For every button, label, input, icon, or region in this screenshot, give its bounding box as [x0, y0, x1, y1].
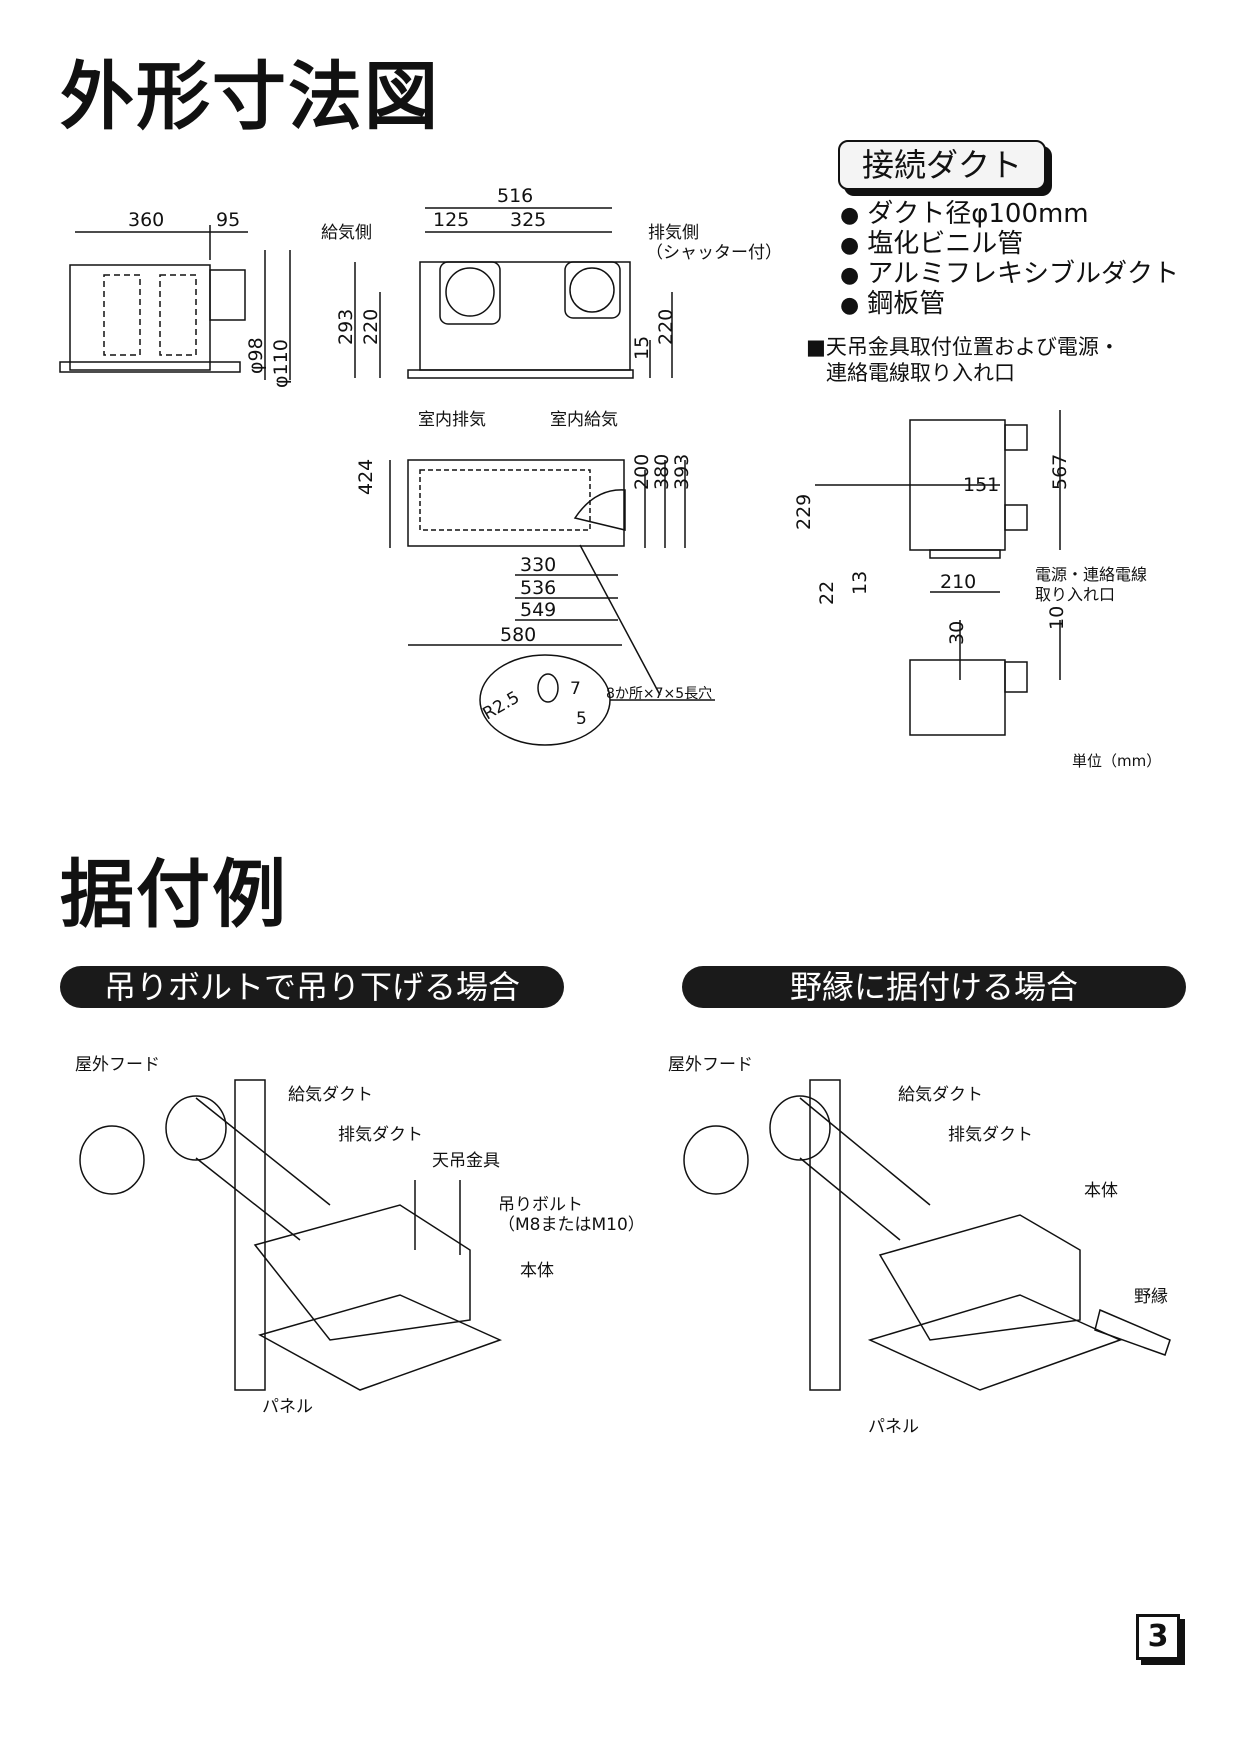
label-hood: 屋外フード [668, 1055, 753, 1075]
duct-item: アルミフレキシブルダクト [840, 260, 1179, 290]
dim-text: 15 [631, 336, 653, 360]
dimension-drawings: 360 95 φ98 φ110 516 125 325 給気側 排気側 （シャッ… [59, 185, 1147, 746]
dim-text: 424 [355, 459, 377, 495]
note-line: ■天吊金具取付位置および電源・ [806, 335, 1120, 359]
label-bolt: 吊りボルト [498, 1195, 583, 1215]
dim-text: 516 [497, 185, 533, 207]
dim-text: 220 [655, 309, 677, 345]
power-label: 取り入れ口 [1035, 585, 1115, 604]
dim-text: φ110 [270, 339, 292, 388]
duct-label: 接続ダクト [838, 140, 1046, 190]
dim-text: 30 [946, 621, 968, 645]
dim-text: R2.5 [480, 688, 524, 725]
label-joist: 野縁 [1134, 1287, 1168, 1307]
dim-text: 293 [335, 309, 357, 345]
dim-text: 151 [963, 474, 999, 496]
dim-text: 210 [940, 571, 976, 593]
supply-side-label: 給気側 [321, 223, 372, 243]
front-view-body [407, 459, 625, 547]
outline-title: 外形寸法図 [60, 54, 440, 140]
duct-item: 塩化ビニル管 [840, 230, 1179, 260]
label-hood: 屋外フード [75, 1055, 160, 1075]
top-view-body [419, 261, 631, 371]
dim-text: 5 [576, 709, 587, 729]
dim-text: 7 [570, 679, 581, 699]
dim-text: 580 [500, 624, 536, 646]
unit-label: 単位（mm） [1072, 752, 1162, 770]
duct-item: ダクト径φ100mm [840, 200, 1179, 230]
label-panel: パネル [262, 1397, 313, 1417]
dim-text: 22 [816, 581, 838, 605]
label-exhaust-duct: 排気ダクト [948, 1125, 1033, 1145]
label-exhaust-duct: 排気ダクト [338, 1125, 423, 1145]
hole-desc: 8か所×7×5長穴 [606, 686, 712, 702]
dim-text: 549 [520, 599, 556, 621]
duct-item: 鋼板管 [840, 290, 1179, 320]
installation-illustrations: 屋外フード 給気ダクト 排気ダクト 天吊金具 吊りボルト （M8またはM10） … [75, 1055, 1171, 1437]
label-panel: パネル [868, 1417, 919, 1437]
label-bolt-spec: （M8またはM10） [498, 1215, 645, 1235]
dim-text: 567 [1049, 454, 1071, 490]
dim-text: 220 [360, 309, 382, 345]
room-exhaust-label: 室内排気 [418, 410, 486, 430]
dim-text: 393 [671, 454, 693, 490]
dim-text: 95 [216, 209, 240, 231]
right-bottom-view-body [909, 659, 1006, 736]
label-supply-duct: 給気ダクト [898, 1085, 983, 1105]
dim-text: 200 [631, 454, 653, 490]
dim-text: 10 [1046, 606, 1068, 630]
label-bracket: 天吊金具 [432, 1151, 500, 1171]
pill-bolt-hanging: 吊りボルトで吊り下げる場合 [60, 966, 564, 1008]
note-line: 連絡電線取り入れ口 [826, 361, 1015, 385]
dim-text: 330 [520, 554, 556, 576]
dim-text: 229 [793, 494, 815, 530]
label-supply-duct: 給気ダクト [288, 1085, 373, 1105]
dim-text: 125 [433, 209, 469, 231]
pill-joist-mount: 野縁に据付ける場合 [682, 966, 1186, 1008]
mount-note: ■天吊金具取付位置および電源・ 連絡電線取り入れ口 [806, 334, 1120, 386]
label-body: 本体 [520, 1261, 554, 1281]
dim-text: 536 [520, 577, 556, 599]
room-supply-label: 室内給気 [550, 410, 618, 430]
exhaust-side-label: 排気側 [648, 223, 699, 243]
label-body: 本体 [1084, 1181, 1118, 1201]
dim-text: 360 [128, 209, 164, 231]
dim-text: 325 [510, 209, 546, 231]
dim-text: φ98 [245, 337, 267, 374]
dim-text: 380 [651, 454, 673, 490]
power-label: 電源・連絡電線 [1035, 565, 1147, 584]
shutter-label: （シャッター付） [646, 243, 782, 263]
page-number: 3 [1136, 1614, 1180, 1660]
install-title: 据付例 [60, 852, 288, 938]
duct-list: ダクト径φ100mm 塩化ビニル管 アルミフレキシブルダクト 鋼板管 [840, 200, 1179, 320]
dim-text: 13 [849, 571, 871, 595]
